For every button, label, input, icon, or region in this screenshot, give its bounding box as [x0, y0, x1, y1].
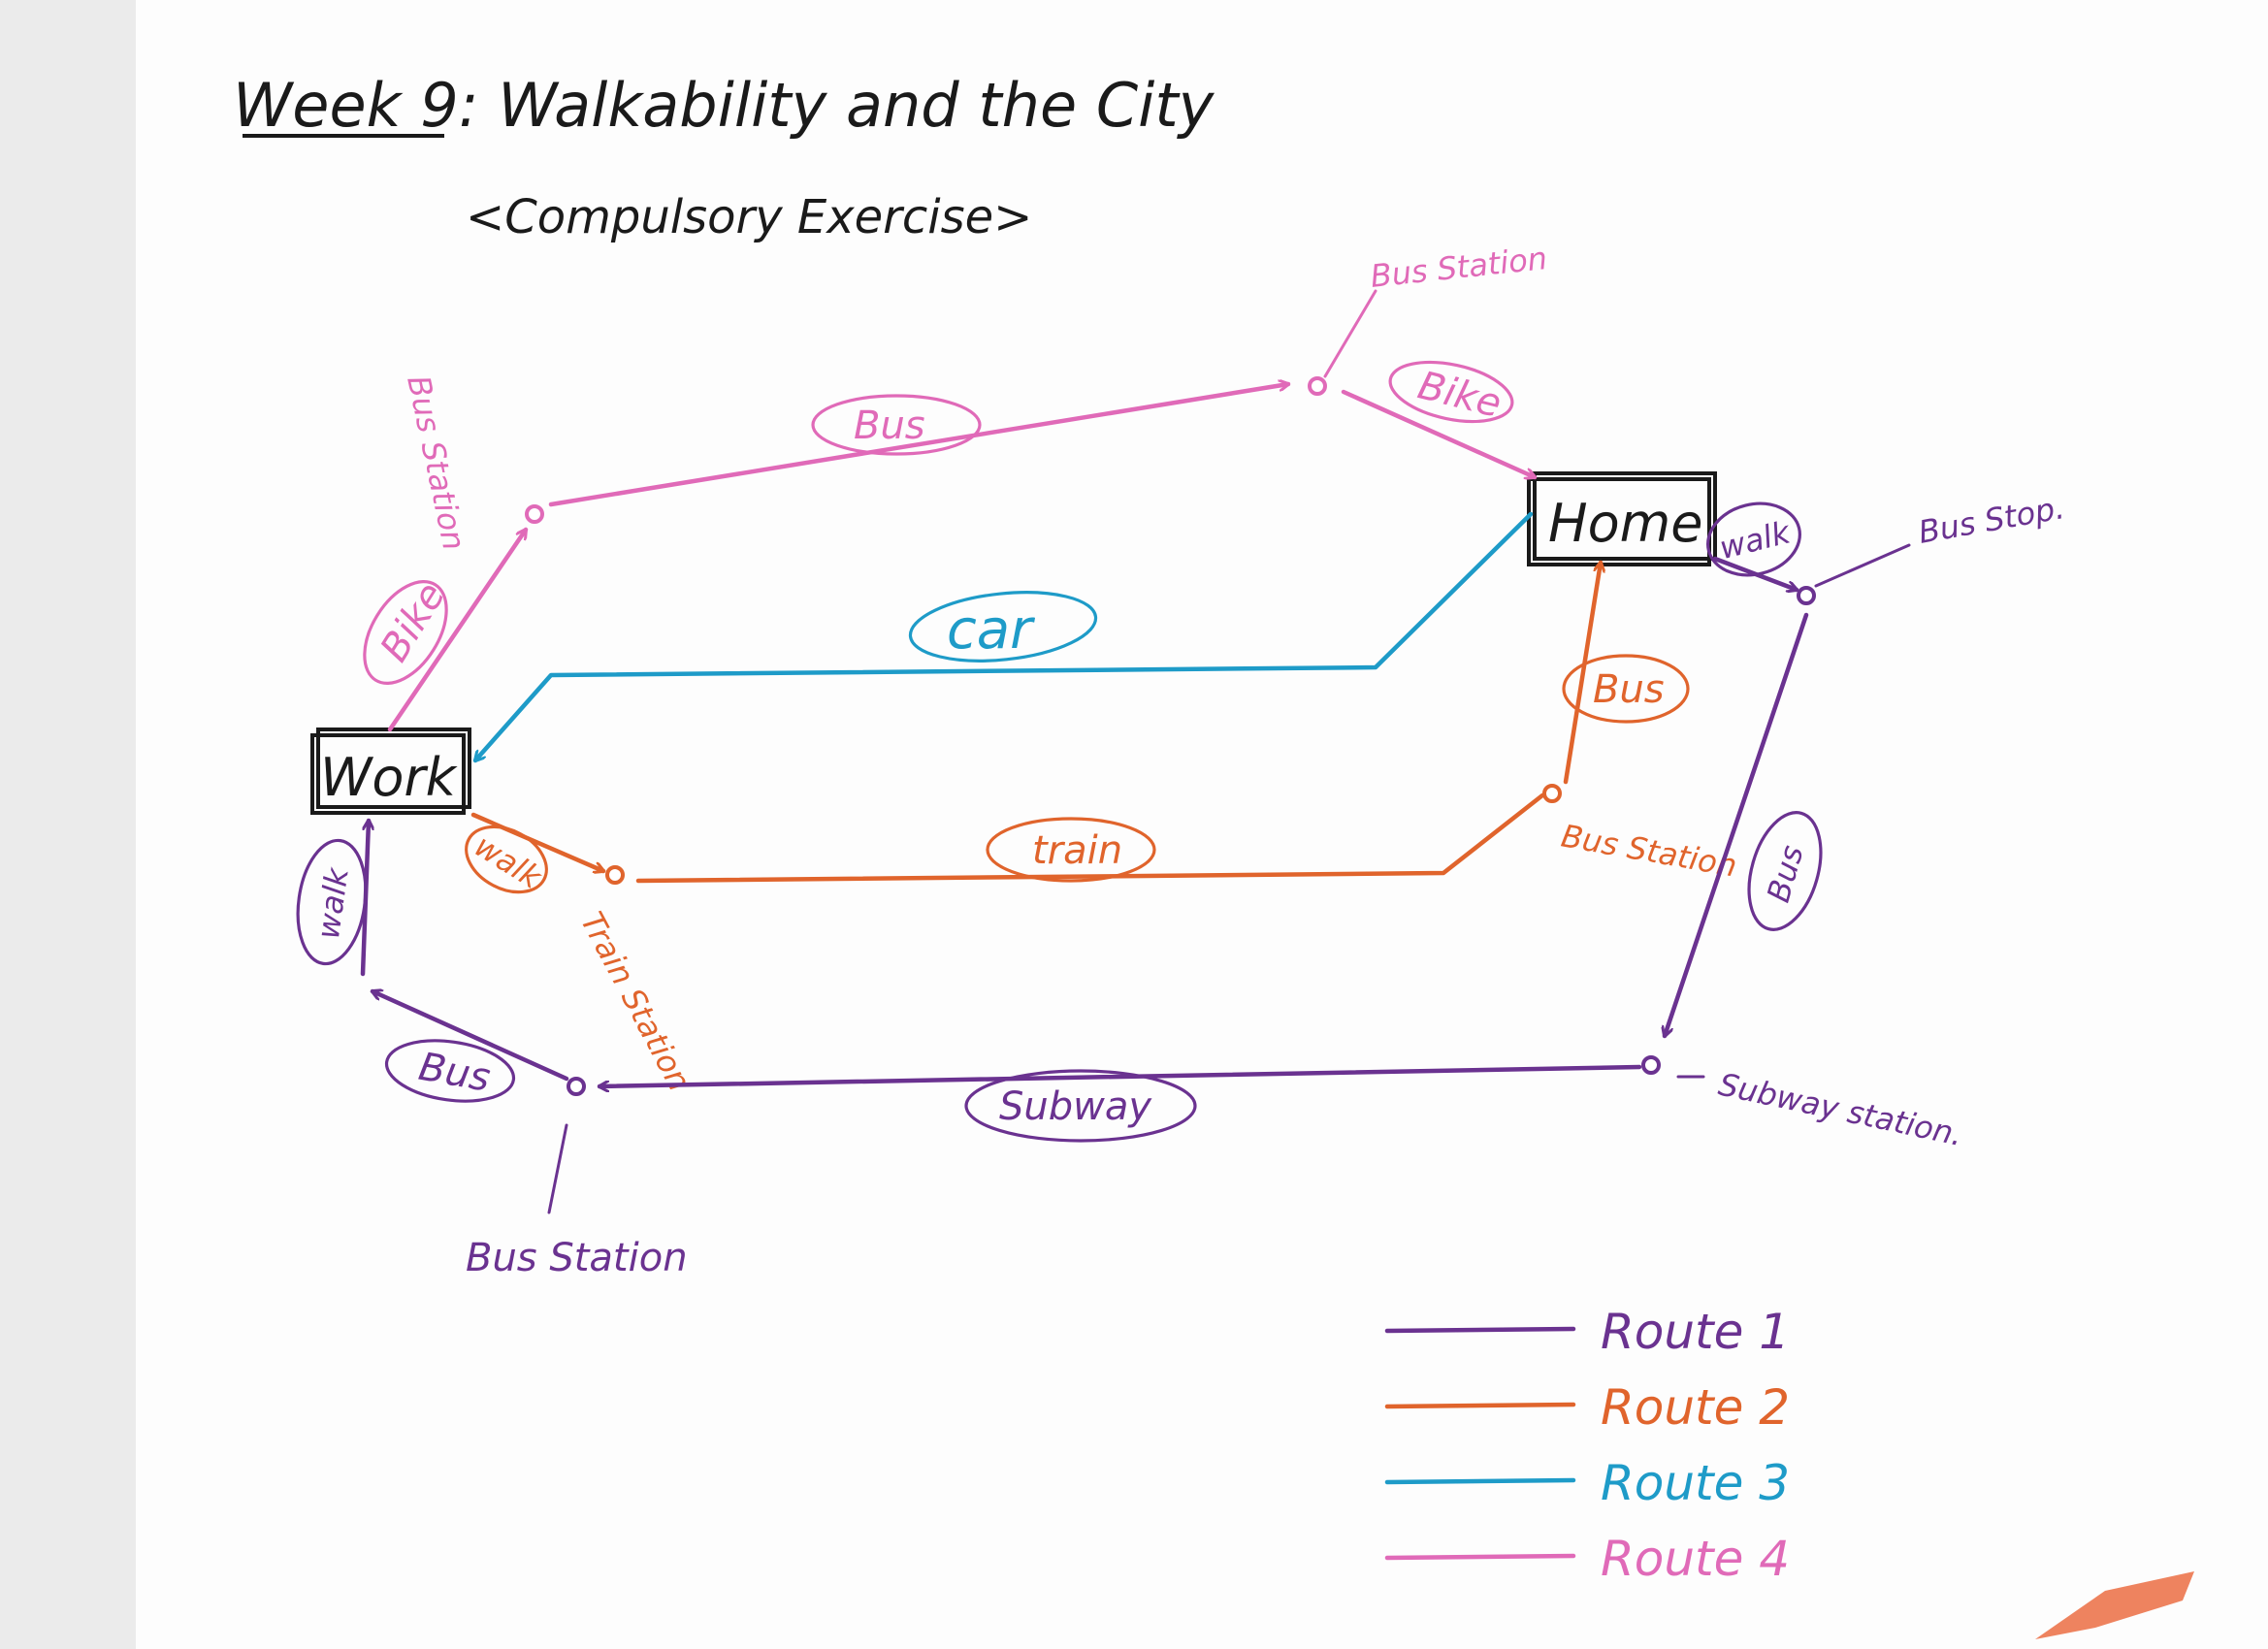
route2-bus-station [1542, 784, 1562, 803]
ink-smudge [2035, 1571, 2194, 1639]
legend-swatch-4 [1384, 1553, 1576, 1561]
route2-train-station-label: Train Station [573, 906, 698, 1097]
legend-swatch-3 [1384, 1477, 1576, 1485]
route1-subway-station [1641, 1055, 1661, 1075]
route1-walk-label-b: walk [309, 864, 356, 941]
route1-bus-stop [1797, 586, 1816, 605]
route4-bus-label: Bus [854, 404, 925, 448]
work-label: Work [320, 747, 459, 808]
route1-subway-label: Subway [999, 1084, 1152, 1129]
route1-bus-station [567, 1077, 586, 1096]
legend: Route 1 Route 2 Route 3 Route 4 [1384, 1304, 1790, 1587]
route4-bus-station-a [525, 504, 544, 524]
home-node: Home [1527, 471, 1717, 566]
route2-train-station [605, 865, 625, 885]
route-3: car [475, 511, 1534, 760]
route4-bus-station-a-label: Bus Station [400, 372, 472, 554]
route4-bike-label-b: Bike [1413, 363, 1506, 427]
work-node: Work [310, 728, 471, 815]
page-title: Week 9: Walkability and the City [233, 70, 1215, 141]
legend-swatch-2 [1384, 1402, 1576, 1409]
route2-train-label: train [1032, 828, 1122, 873]
route-2: walk train Bus Train Station Bus Station [465, 563, 1740, 1097]
home-label: Home [1548, 493, 1702, 554]
legend-label-2: Route 2 [1601, 1379, 1790, 1436]
legend-label-1: Route 1 [1601, 1304, 1790, 1360]
legend-label-3: Route 3 [1601, 1455, 1790, 1511]
legend-swatch-1 [1384, 1326, 1576, 1334]
route-1: walk Bus Subway Bus walk Bus Stop. Subwa… [296, 489, 2067, 1280]
route1-subway-station-label: Subway station. [1715, 1066, 1965, 1153]
route1-bus-station-label: Bus Station [466, 1236, 688, 1280]
route1-walk-label-a: walk [1716, 513, 1796, 566]
route2-bus-station-label: Bus Station [1559, 817, 1740, 884]
route3-car-label: car [947, 598, 1035, 662]
route2-bus-label: Bus [1593, 667, 1665, 712]
page-subtitle: <Compulsory Exercise> [466, 190, 1032, 244]
route4-bus-station-b-label: Bus Station [1369, 240, 1549, 295]
route4-bus-station-b [1308, 376, 1327, 396]
route1-bus-label-b: Bus [415, 1045, 494, 1101]
route1-bus-label-a: Bus [1760, 841, 1811, 906]
legend-label-4: Route 4 [1601, 1531, 1790, 1587]
route1-bus-stop-label: Bus Stop. [1916, 489, 2067, 551]
